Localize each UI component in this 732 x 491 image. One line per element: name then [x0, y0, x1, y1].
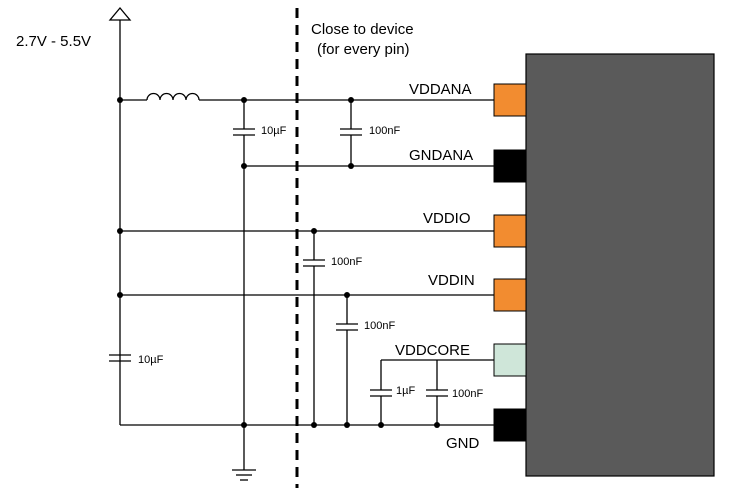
pin-label-vddio: VDDIO [423, 210, 471, 227]
cap-label-c-vddana-bulk: 10µF [261, 125, 287, 137]
note-line-1: Close to device [311, 21, 414, 38]
junction-dot [378, 422, 384, 428]
pin-pad-gnd [493, 408, 527, 442]
junctions [117, 97, 440, 428]
junction-dot [117, 228, 123, 234]
cap-label-c-vddana: 100nF [369, 125, 401, 137]
cap-label-c-bulk: 10µF [138, 354, 164, 366]
cap-label-c-vddcore-2: 100nF [452, 388, 484, 400]
device-body [525, 53, 715, 477]
junction-dot [434, 422, 440, 428]
supply-symbol [108, 6, 132, 21]
junction-dot [311, 228, 317, 234]
pin-pad-vddio [493, 214, 527, 248]
junction-dot [241, 163, 247, 169]
supply-voltage-label: 2.7V - 5.5V [16, 33, 92, 50]
pin-pad-vddin [493, 278, 527, 312]
junction-dot [241, 97, 247, 103]
junction-dot [241, 422, 247, 428]
pin-label-vddana: VDDANA [409, 81, 472, 98]
junction-dot [117, 292, 123, 298]
junction-dot [348, 163, 354, 169]
pin-label-gnd: GND [446, 435, 480, 452]
junction-dot [117, 97, 123, 103]
cap-label-c-vddcore-1: 1µF [396, 385, 416, 397]
pin-pad-gndana [493, 149, 527, 183]
pin-label-vddin: VDDIN [428, 272, 475, 289]
pin-label-vddcore: VDDCORE [395, 342, 471, 359]
junction-dot [344, 422, 350, 428]
junction-dot [344, 292, 350, 298]
pin-label-gndana: GNDANA [409, 147, 474, 164]
pin-pad-vddana [493, 83, 527, 117]
cap-label-c-vddin: 100nF [364, 320, 396, 332]
junction-dot [348, 97, 354, 103]
cap-label-c-vddio: 100nF [331, 256, 363, 268]
inductor [146, 92, 200, 101]
note-line-2: (for every pin) [317, 41, 410, 58]
pin-pad-vddcore [493, 343, 527, 377]
junction-dot [311, 422, 317, 428]
